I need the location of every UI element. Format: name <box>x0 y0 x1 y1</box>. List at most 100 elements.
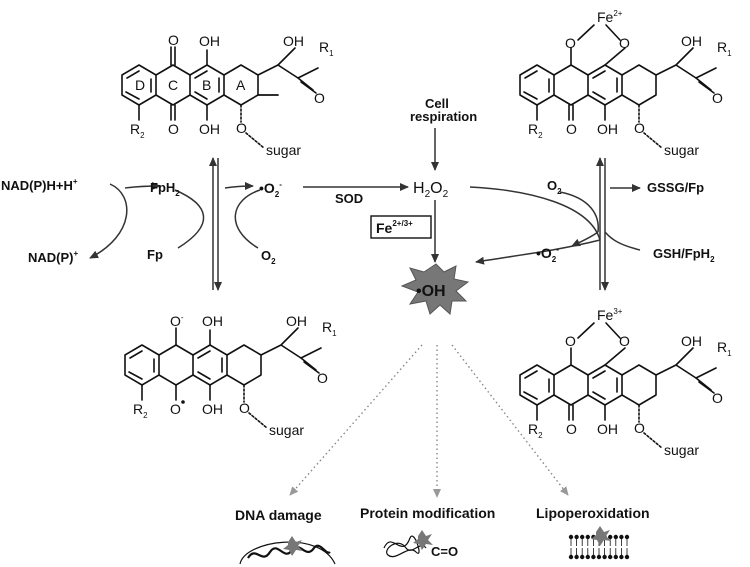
ether-o: O <box>634 120 645 136</box>
sugar-label: sugar <box>664 442 699 458</box>
left-redox-cycle: NAD(P)H+H+ NAD(P)+ FpH2 Fp O2 •O2- <box>1 157 282 291</box>
arrow-to-lipoperoxidation <box>451 344 569 496</box>
outcome-arrows <box>289 344 569 498</box>
nadph-label: NAD(P)H+H+ <box>1 177 78 193</box>
lipoperoxidation-label: Lipoperoxidation <box>536 505 650 521</box>
to-fph2-arrow <box>124 182 161 191</box>
nadph-oxidation-arrow <box>89 183 128 259</box>
h2o2-label: H2O2 <box>413 180 449 200</box>
ketone-bottom-o: O <box>566 121 577 137</box>
carbonyl-o: O <box>317 370 328 386</box>
h2o2-to-right-arc <box>469 186 601 241</box>
carbonyl-o: O <box>712 90 723 106</box>
lipid-head <box>624 554 630 560</box>
gssg-label: GSSG/Fp <box>647 180 704 195</box>
radical-o: O <box>170 401 181 417</box>
r1-label: R1 <box>319 39 334 58</box>
lipid-head <box>619 534 624 540</box>
lipid-head <box>574 554 579 560</box>
carbonyl-o: O <box>712 390 723 406</box>
outcomes: DNA damage Protein modification Lipopero… <box>235 505 650 565</box>
sod-label: SOD <box>335 191 363 206</box>
hydroxyl-side: OH <box>681 333 702 349</box>
fp-label: Fp <box>147 247 163 262</box>
fe2-label: Fe2+ <box>597 9 623 25</box>
lipid-head <box>602 554 607 560</box>
superoxide-right-label: •O2- <box>536 245 559 264</box>
chelate-o-left: O <box>565 333 576 349</box>
fe3-label: Fe3+ <box>597 307 623 323</box>
hydroxyl-bottom: OH <box>597 121 618 137</box>
lipid-head <box>613 554 618 560</box>
lipid-head <box>591 554 596 560</box>
hydroxyl-bottom: OH <box>202 401 223 417</box>
to-hydroxyl-arc <box>475 239 601 265</box>
lipid-head <box>568 554 574 560</box>
molecule-semiquinone-radical: O- O OH OH OH R1 O R2 O sugar <box>124 313 337 438</box>
hydroxyl-top: OH <box>199 33 220 49</box>
lipid-head <box>608 554 613 560</box>
lipid-head <box>619 554 624 560</box>
ring-label-b: B <box>202 77 211 93</box>
r2-label: R2 <box>130 121 145 140</box>
ring-label-c: C <box>168 77 178 93</box>
o2-in-arc <box>559 191 599 233</box>
r1-label: R1 <box>322 319 337 338</box>
molecule-iron2-complex: Fe2+ O O OH R1 O O OH R2 O sugar <box>519 9 732 158</box>
arrow-to-dna-damage <box>289 344 423 496</box>
cell-respiration-line1: Cell <box>425 96 449 111</box>
hydroxyl-side: OH <box>286 313 307 329</box>
hydroxyl-top: OH <box>202 313 223 329</box>
lipid-head <box>624 534 630 540</box>
r2-label: R2 <box>528 121 543 140</box>
r2-label: R2 <box>528 421 543 440</box>
superoxide-out-arc <box>571 231 599 247</box>
ring-label-a: A <box>236 77 246 93</box>
hydroxyl-bottom: OH <box>199 121 220 137</box>
fp-cycle-left-arc <box>174 189 205 249</box>
carbonyl-group-label: C=O <box>431 544 458 559</box>
lipid-head <box>574 534 579 540</box>
iron-catalyst-label: Fe2+/3+ <box>376 219 413 236</box>
lipid-head <box>613 534 618 540</box>
lipid-head <box>585 534 590 540</box>
r1-label: R1 <box>717 39 732 58</box>
ether-o: O <box>634 420 645 436</box>
sugar-label: sugar <box>269 422 304 438</box>
carbonyl-o: O <box>314 90 325 106</box>
gsh-arc <box>604 231 641 251</box>
ether-o: O <box>236 120 247 136</box>
superoxide-left-label: •O2- <box>259 180 282 199</box>
dna-damage-icon <box>239 536 336 565</box>
hydroxyl-radical-burst-icon <box>400 263 470 315</box>
lipid-bilayer-icon <box>568 526 630 560</box>
hydroxyl-radical-label: •OH <box>416 283 446 300</box>
sugar-label: sugar <box>266 142 301 158</box>
lipid-head <box>596 554 602 560</box>
chelate-o-right: O <box>619 333 630 349</box>
molecule-doxorubicin-quinone: D C B A O O OH OH OH R1 O R2 O sugar <box>121 32 334 158</box>
molecule-iron3-complex: Fe3+ O O OH R1 O O OH R2 O sugar <box>519 307 732 458</box>
dna-damage-label: DNA damage <box>235 507 322 523</box>
ketone-bottom-o: O <box>566 421 577 437</box>
protein-modification-icon: C=O <box>383 530 458 559</box>
iron-catalyst-box <box>370 215 432 239</box>
lipid-head <box>585 554 590 560</box>
protein-modification-label: Protein modification <box>360 505 495 521</box>
radical-dot <box>181 400 185 404</box>
sugar-label: sugar <box>664 142 699 158</box>
r1-label: R1 <box>717 339 732 358</box>
lipid-head <box>568 534 574 540</box>
o2-left-label: O2 <box>261 248 276 266</box>
lipid-head <box>608 534 613 540</box>
ketone-bottom-o: O <box>168 121 179 137</box>
to-superoxide-arrow <box>224 182 254 191</box>
chelate-o-left: O <box>565 35 576 51</box>
cell-respiration-line2: respiration <box>410 109 477 124</box>
gsh-label: GSH/FpH2 <box>653 246 715 264</box>
nadp-label: NAD(P)+ <box>28 249 79 265</box>
chelate-o-right: O <box>619 35 630 51</box>
o2-right-label: O2 <box>547 178 562 196</box>
hydroxyl-bottom: OH <box>597 421 618 437</box>
